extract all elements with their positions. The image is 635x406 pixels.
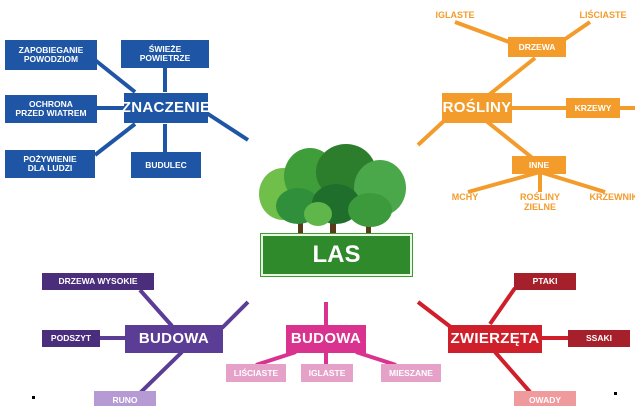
budowa-left-item: DRZEWA WYSOKIE [42, 273, 154, 290]
rosliny-drzewa-item: IGLASTE [435, 10, 475, 20]
rosliny-drzewa: DRZEWA [508, 37, 566, 57]
rosliny-inne-item: KRZEWNIKI [589, 192, 635, 202]
znaczenie-item: OCHRONA PRZED WIATREM [5, 95, 97, 123]
zwierzeta-item: SSAKI [568, 330, 630, 347]
znaczenie-item: BUDULEC [131, 152, 201, 178]
rosliny-inne-item: ROŚLINY ZIELNE [519, 192, 560, 213]
center-label: LAS [261, 234, 412, 276]
rosliny-inne: INNE [512, 156, 566, 174]
zwierzeta-item: OWADY [514, 391, 576, 406]
zwierzeta-item: PTAKI [514, 273, 576, 290]
budowa-center-item: MIESZANE [381, 364, 441, 382]
budowa-left-item: PODSZYT [42, 330, 100, 347]
decorative-dot [32, 396, 35, 399]
budowa-center-item: LIŚCIASTE [226, 364, 286, 382]
zwierzeta-node: ZWIERZĘTA [448, 325, 542, 353]
rosliny-krzewy: KRZEWY [566, 98, 620, 118]
decorative-dot [614, 392, 617, 395]
budowa-left-node: BUDOWA [125, 325, 223, 353]
tree-cluster-icon [259, 144, 406, 234]
znaczenie-node: ZNACZENIE [122, 93, 210, 123]
znaczenie-item: ŚWIEŻE POWIETRZE [121, 40, 209, 68]
budowa-center-item: IGLASTE [301, 364, 353, 382]
budowa-left-item: RUNO [94, 391, 156, 406]
znaczenie-item: POŻYWIENIE DLA LUDZI [5, 150, 95, 178]
budowa-center-node: BUDOWA [286, 325, 366, 353]
rosliny-inne-item: MCHY [451, 192, 479, 202]
rosliny-drzewa-item: LIŚCIASTE [579, 10, 627, 20]
rosliny-node: ROŚLINY [442, 93, 512, 123]
znaczenie-item: ZAPOBIEGANIE POWODZIOM [5, 40, 97, 70]
